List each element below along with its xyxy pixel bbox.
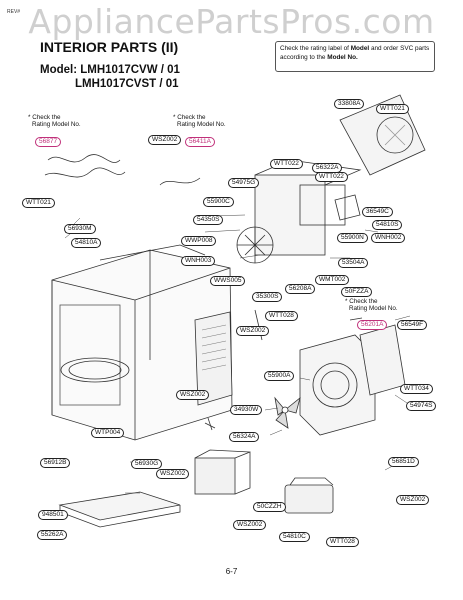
part-label-53504a: 53504A [338, 258, 369, 268]
part-label-wtt021-a: WTT021 [376, 104, 409, 114]
check-note-b: * Check the Rating Model No. [173, 114, 226, 128]
part-label-wsz002-d: WSZ002 [156, 469, 190, 479]
check-note-c-line2: Rating Model No. [349, 305, 398, 312]
part-label-948501: 948501 [38, 510, 68, 520]
part-label-wtt022-a: WTT022 [270, 159, 303, 169]
part-label-56912b: 56912B [40, 458, 71, 468]
part-label-50fzza: 50FZZA [341, 287, 373, 297]
part-label-50czzh: 50CZZH [253, 502, 286, 512]
check-note-a-line2: Rating Model No. [32, 121, 81, 128]
page-number: 6-7 [225, 567, 238, 576]
part-label-wsz002-c: WSZ002 [176, 390, 210, 400]
part-label-56877: 56877 [35, 137, 62, 147]
note-text-1: Check the rating label of [280, 45, 351, 52]
part-label-wws005: WWS005 [210, 276, 246, 286]
check-note-b-line1: * Check the [173, 114, 206, 121]
model-line-2: LMH1017CVST / 01 [75, 78, 179, 90]
part-label-55900n: 55900N [337, 233, 368, 243]
part-label-56851d: 56851D [388, 457, 419, 467]
model-line-1: Model: LMH1017CVW / 01 [40, 64, 180, 76]
part-label-54350s: 54350S [193, 215, 224, 225]
part-label-54975g: 54975G [228, 178, 260, 188]
note-bold-1: Model [350, 45, 370, 52]
part-label-wtt028-b: WTT028 [326, 537, 359, 547]
part-label-wmt002: WMT002 [315, 275, 350, 285]
part-label-56411a: 56411A [185, 137, 215, 147]
part-label-wsz002-e: WSZ002 [396, 495, 430, 505]
part-label-wwp008: WWP008 [181, 236, 217, 246]
part-label-35300s: 35300S [252, 292, 283, 302]
part-label-wsz002-a: WSZ002 [148, 135, 182, 145]
part-label-wtt028-a: WTT028 [265, 311, 298, 321]
part-label-55900c: 55900C [203, 197, 234, 207]
part-label-34930w: 34930W [230, 405, 263, 415]
check-note-c-line1: * Check the [345, 298, 378, 305]
note-text-2: and order SVC parts according to the [280, 45, 430, 61]
part-label-56549f: 56549F [397, 320, 428, 330]
part-label-wsz002-b: WSZ002 [236, 326, 270, 336]
rating-label-note: Check the rating label of Model and orde… [275, 41, 435, 72]
part-label-56201a: 56201A [357, 320, 388, 330]
check-note-b-line2: Rating Model No. [177, 121, 226, 128]
page-title: INTERIOR PARTS (II) [40, 39, 179, 55]
check-note-c: * Check the Rating Model No. [345, 298, 398, 312]
part-label-55900a: 55900A [264, 371, 295, 381]
part-label-wnh002: WNH002 [371, 233, 406, 243]
part-label-54810c: 54810C [279, 532, 310, 542]
part-label-36549c: 36549C [362, 207, 393, 217]
part-label-wtt034: WTT034 [400, 384, 433, 394]
part-label-wtp004: WTP004 [91, 428, 125, 438]
part-label-56930m: 56930M [64, 224, 96, 234]
watermark: AppliancePartsPros.com [28, 2, 435, 41]
part-label-54810s: 54810S [372, 220, 403, 230]
part-label-wsz002-f: WSZ002 [233, 520, 267, 530]
check-note-a: * Check the Rating Model No. [28, 114, 81, 128]
part-label-56208a: 56208A [285, 284, 316, 294]
part-label-54974s: 54974S [406, 401, 437, 411]
part-label-wnh003: WNH003 [181, 256, 216, 266]
part-label-wtt021-b: WTT021 [22, 198, 55, 208]
part-label-56930g: 56930G [131, 459, 163, 469]
part-label-33808a: 33808A [334, 99, 365, 109]
model-numbers: Model: LMH1017CVW / 01 LMH1017CVST / 01 [40, 63, 180, 91]
part-label-55262a: 55262A [37, 530, 68, 540]
part-label-54810a: 54810A [71, 238, 102, 248]
revision-mark: REV# [7, 9, 21, 15]
check-note-a-line1: * Check the [28, 114, 61, 121]
part-label-56324a: 56324A [229, 432, 260, 442]
note-bold-2: Model No. [327, 54, 358, 61]
part-label-wtt022-b: WTT022 [315, 172, 348, 182]
